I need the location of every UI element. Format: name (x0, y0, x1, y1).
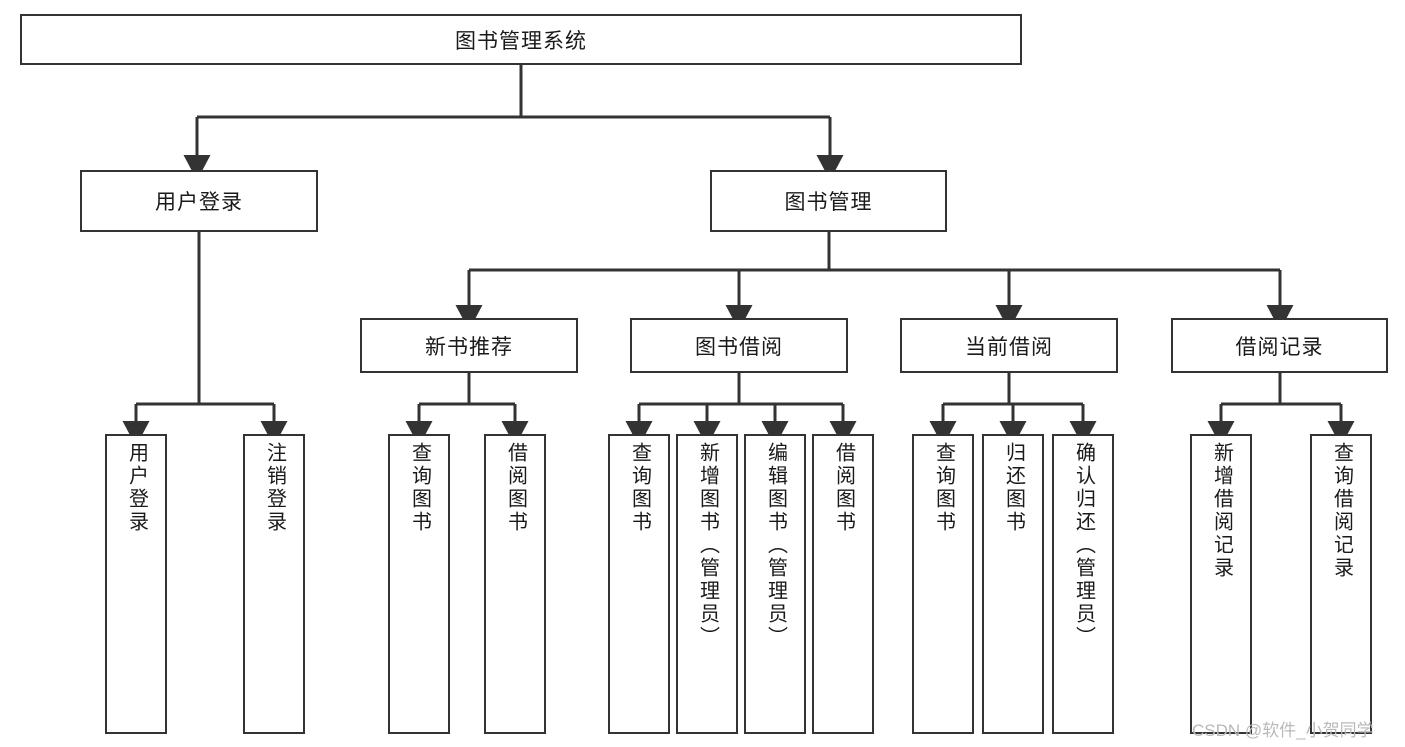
node-user-login[interactable]: 用户登录 (80, 170, 318, 232)
leaf-confirm-return-admin-label: 确认归还（管理员） (1072, 442, 1095, 649)
leaf-query-book-borrow-label: 查询图书 (628, 442, 651, 534)
node-borrow-record[interactable]: 借阅记录 (1171, 318, 1388, 373)
node-current-borrow[interactable]: 当前借阅 (900, 318, 1118, 373)
node-root-label: 图书管理系统 (455, 29, 587, 53)
leaf-borrow-book-label: 借阅图书 (832, 442, 855, 534)
leaf-add-book-admin-label: 新增图书（管理员） (696, 442, 719, 649)
node-root[interactable]: 图书管理系统 (20, 14, 1022, 65)
leaf-user-login-label: 用户登录 (125, 442, 148, 534)
node-current-borrow-label: 当前借阅 (965, 335, 1053, 359)
leaf-add-book-admin[interactable]: 新增图书（管理员） (676, 434, 738, 734)
node-book-management-label: 图书管理 (784, 191, 873, 214)
leaf-edit-book-admin[interactable]: 编辑图书（管理员） (744, 434, 806, 734)
leaf-logout-label: 注销登录 (263, 442, 286, 534)
leaf-add-borrow-record[interactable]: 新增借阅记录 (1190, 434, 1252, 734)
leaf-return-book[interactable]: 归还图书 (982, 434, 1044, 734)
leaf-borrow-book-newbook[interactable]: 借阅图书 (484, 434, 546, 734)
leaf-query-book-newbook[interactable]: 查询图书 (388, 434, 450, 734)
leaf-borrow-book[interactable]: 借阅图书 (812, 434, 874, 734)
node-book-borrow-label: 图书借阅 (695, 335, 783, 359)
node-book-borrow[interactable]: 图书借阅 (630, 318, 848, 373)
node-new-book-recommend-label: 新书推荐 (425, 335, 513, 359)
leaf-query-book-current[interactable]: 查询图书 (912, 434, 974, 734)
leaf-edit-book-admin-label: 编辑图书（管理员） (764, 442, 787, 649)
leaf-confirm-return-admin[interactable]: 确认归还（管理员） (1052, 434, 1114, 734)
node-borrow-record-label: 借阅记录 (1235, 335, 1324, 359)
node-new-book-recommend[interactable]: 新书推荐 (360, 318, 578, 373)
leaf-query-book-newbook-label: 查询图书 (408, 442, 431, 534)
leaf-logout[interactable]: 注销登录 (243, 434, 305, 734)
leaf-query-borrow-record[interactable]: 查询借阅记录 (1310, 434, 1372, 734)
leaf-return-book-label: 归还图书 (1002, 442, 1025, 534)
node-user-login-label: 用户登录 (155, 191, 243, 214)
leaf-query-borrow-record-label: 查询借阅记录 (1330, 442, 1353, 580)
leaf-borrow-book-newbook-label: 借阅图书 (504, 442, 527, 534)
leaf-query-book-borrow[interactable]: 查询图书 (608, 434, 670, 734)
node-book-management[interactable]: 图书管理 (710, 170, 947, 232)
watermark: CSDN @软件_小贺同学 (1192, 721, 1374, 740)
leaf-user-login[interactable]: 用户登录 (105, 434, 167, 734)
leaf-add-borrow-record-label: 新增借阅记录 (1210, 442, 1233, 580)
leaf-query-book-current-label: 查询图书 (932, 442, 955, 534)
